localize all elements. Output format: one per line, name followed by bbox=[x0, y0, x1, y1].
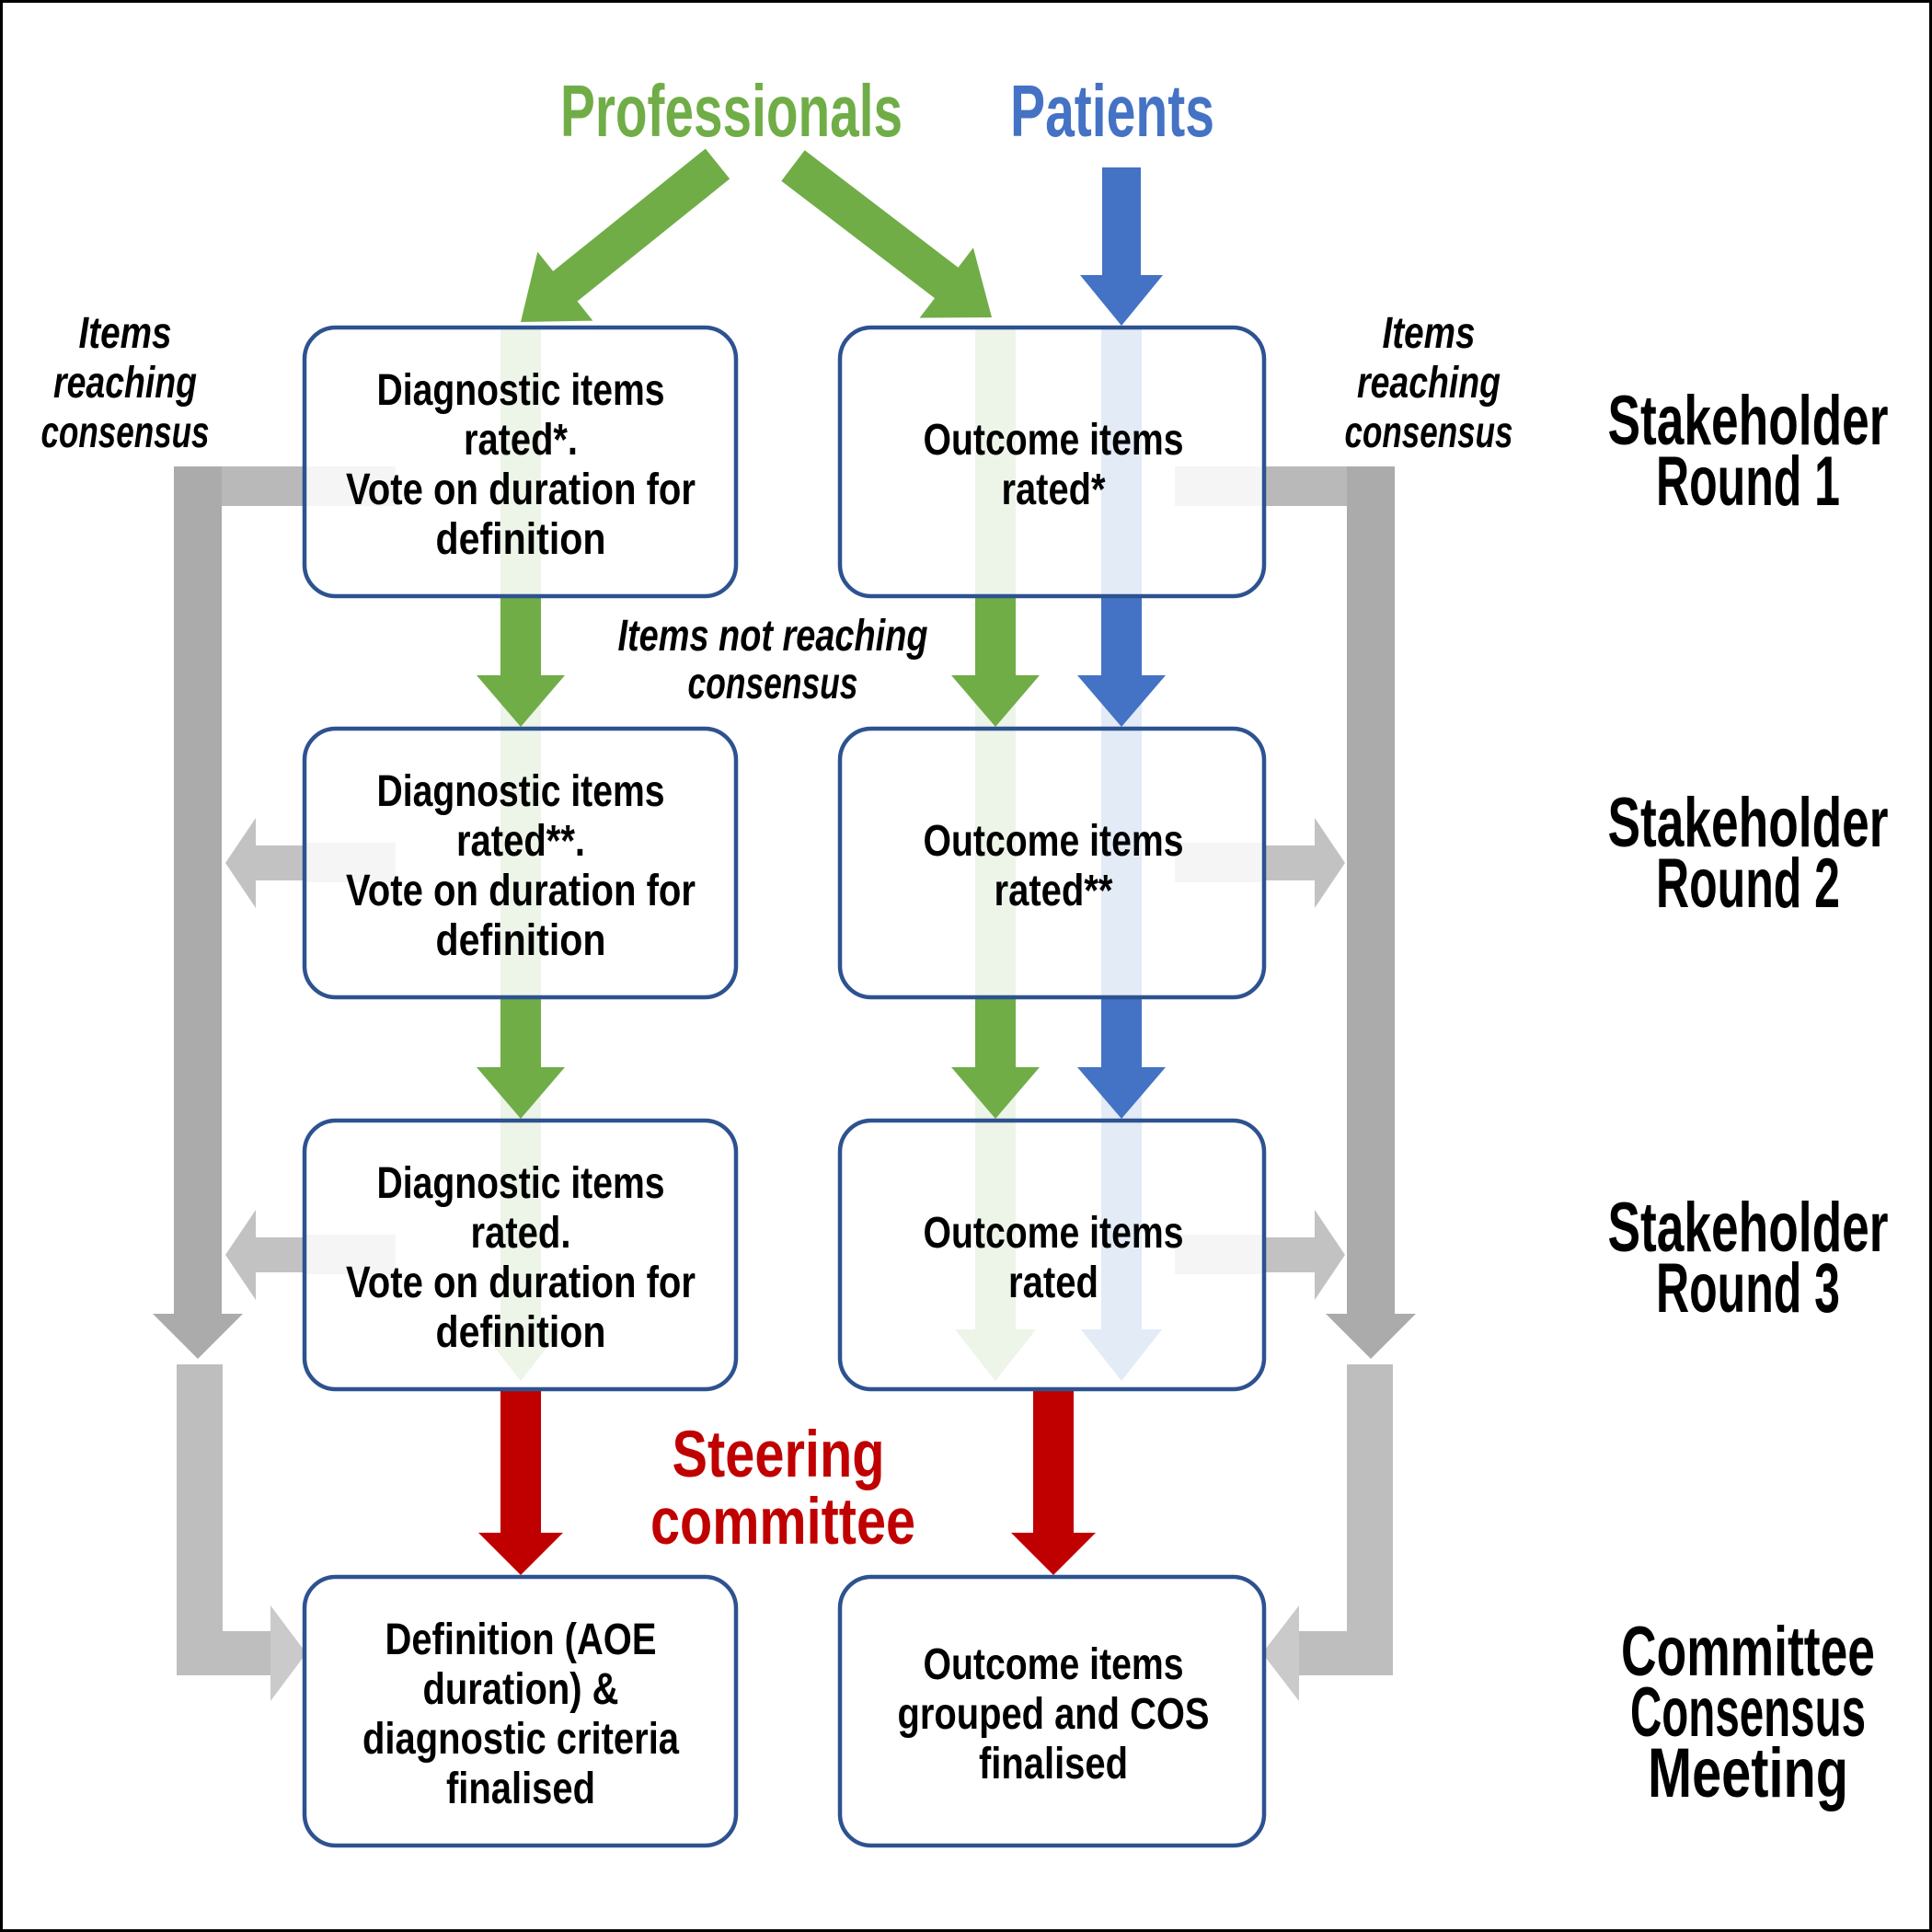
arrow-diagnostic-r2-r3 bbox=[477, 999, 565, 1119]
consensus-arrow-right-round2 bbox=[1264, 818, 1345, 908]
box-diagnostic-round4-line2: duration) & bbox=[423, 1665, 619, 1714]
consensus-band-diagnostic-round2 bbox=[306, 843, 396, 882]
consensus-arrow-right-round3 bbox=[1264, 1210, 1345, 1300]
arrow-diagnostic-r1-r2 bbox=[477, 598, 565, 727]
box-diagnostic-round2-line3: Vote on duration for bbox=[346, 867, 696, 915]
box-outcome-round2-line1: Outcome items bbox=[924, 817, 1184, 866]
consensus-connector-right-round1 bbox=[1264, 466, 1347, 506]
consensus-connector-left-round1 bbox=[222, 466, 306, 506]
annotation-right-consensus-line2: reaching bbox=[1357, 359, 1501, 408]
box-diagnostic-round1-line2: rated*. bbox=[464, 416, 578, 465]
consensus-trunk-left-arrowhead bbox=[153, 1314, 243, 1359]
side-label-round1-line1: Stakeholder bbox=[1608, 382, 1889, 460]
side-label-round1-line2: Round 1 bbox=[1656, 443, 1840, 521]
annotation-left-consensus-line3: consensus bbox=[41, 408, 210, 457]
consensus-band-outcome-round1 bbox=[1175, 466, 1264, 506]
consensus-band-outcome-round2 bbox=[1175, 843, 1264, 882]
box-outcome-round1-line2: rated* bbox=[1002, 466, 1106, 514]
box-outcome-round2 bbox=[837, 726, 1267, 1000]
box-outcome-round1-line1: Outcome items bbox=[924, 416, 1184, 465]
box-outcome-round4-line1: Outcome items bbox=[924, 1640, 1184, 1689]
box-outcome-round3-line1: Outcome items bbox=[924, 1209, 1184, 1258]
annotation-left-consensus-line1: Items bbox=[79, 309, 172, 358]
consensus-band-diagnostic-round3 bbox=[306, 1235, 396, 1274]
box-outcome-round2-line2: rated** bbox=[995, 867, 1113, 915]
consensus-elbow-right-vertical bbox=[1347, 1364, 1393, 1675]
box-diagnostic-round4 bbox=[302, 1574, 739, 1848]
box-diagnostic-round1 bbox=[302, 325, 739, 599]
consensus-arrow-left-round3 bbox=[225, 1210, 306, 1300]
box-diagnostic-round1-line3: Vote on duration for bbox=[346, 466, 696, 514]
ghost-professionals-outcome-head bbox=[955, 1329, 1036, 1381]
box-diagnostic-round4-line3: diagnostic criteria bbox=[362, 1715, 679, 1764]
title-patients: Patients bbox=[1010, 70, 1214, 152]
side-label-round4-line1: Committee bbox=[1621, 1613, 1875, 1691]
consensus-trunk-right bbox=[1347, 466, 1395, 1314]
arrow-patients-to-outcome bbox=[1080, 167, 1163, 326]
consensus-elbow-right-horizontal bbox=[1299, 1631, 1393, 1675]
consensus-band-outcome-round3 bbox=[1175, 1235, 1264, 1274]
box-diagnostic-round1-line4: definition bbox=[436, 515, 606, 564]
box-diagnostic-round4-line1: Definition (AOE bbox=[385, 1616, 657, 1664]
box-diagnostic-round2 bbox=[302, 726, 739, 1000]
side-label-round2-line2: Round 2 bbox=[1656, 845, 1840, 923]
box-diagnostic-round4-line4: finalised bbox=[446, 1765, 595, 1813]
title-professionals: Professionals bbox=[560, 70, 903, 152]
ghost-patients-outcome-shaft bbox=[1101, 329, 1142, 1329]
consensus-elbow-left-vertical bbox=[177, 1364, 223, 1675]
side-label-round3-line2: Round 3 bbox=[1656, 1249, 1840, 1328]
arrow-outcome-green-r1-r2 bbox=[951, 598, 1040, 727]
box-diagnostic-round3 bbox=[302, 1118, 739, 1392]
label-steering-line1: Steering bbox=[673, 1419, 885, 1491]
ghost-professionals-diagnostic-head bbox=[480, 1329, 561, 1381]
consensus-trunk-right-arrowhead bbox=[1326, 1314, 1416, 1359]
annotation-right-consensus-line1: Items bbox=[1383, 309, 1476, 358]
ghost-patients-outcome-head bbox=[1081, 1329, 1162, 1381]
box-diagnostic-round2-line4: definition bbox=[436, 916, 606, 965]
box-outcome-round4-line2: grouped and COS bbox=[898, 1690, 1210, 1739]
ghost-professionals-outcome-shaft bbox=[975, 329, 1016, 1329]
arrow-professionals-to-outcome bbox=[781, 150, 992, 318]
side-label-round4-line3: Meeting bbox=[1648, 1734, 1848, 1812]
annotation-left-consensus-line2: reaching bbox=[53, 359, 197, 408]
arrow-professionals-to-diagnostic bbox=[521, 148, 730, 322]
box-diagnostic-round3-line1: Diagnostic items bbox=[377, 1159, 665, 1208]
box-outcome-round4-line3: finalised bbox=[979, 1740, 1128, 1788]
label-steering-line2: committee bbox=[650, 1486, 915, 1558]
consensus-band-diagnostic-round1 bbox=[306, 466, 396, 506]
box-diagnostic-round3-line3: Vote on duration for bbox=[346, 1259, 696, 1307]
consensus-elbow-left-horizontal bbox=[177, 1631, 270, 1675]
annotation-not-reaching-line1: Items not reaching bbox=[618, 612, 928, 661]
box-outcome-round1 bbox=[837, 325, 1267, 599]
consensus-trunk-left bbox=[174, 466, 222, 1314]
box-diagnostic-round3-line2: rated. bbox=[471, 1209, 571, 1258]
annotation-not-reaching-line2: consensus bbox=[688, 660, 858, 708]
box-outcome-round4 bbox=[837, 1574, 1267, 1848]
box-diagnostic-round2-line1: Diagnostic items bbox=[377, 767, 665, 816]
ghost-professionals-diagnostic-shaft bbox=[500, 329, 541, 1329]
arrow-steering-diagnostic bbox=[478, 1389, 563, 1575]
box-diagnostic-round1-line1: Diagnostic items bbox=[377, 366, 665, 415]
arrow-outcome-green-r2-r3 bbox=[951, 999, 1040, 1119]
arrow-outcome-blue-r1-r2 bbox=[1077, 598, 1166, 727]
consensus-elbow-left-arrowhead bbox=[270, 1605, 306, 1701]
box-outcome-round3-line2: rated bbox=[1008, 1259, 1098, 1307]
box-outcome-round3 bbox=[837, 1118, 1267, 1392]
consensus-elbow-right-arrowhead bbox=[1262, 1605, 1299, 1701]
side-label-round2-line1: Stakeholder bbox=[1608, 784, 1889, 862]
arrow-steering-outcome bbox=[1011, 1389, 1096, 1575]
box-diagnostic-round3-line4: definition bbox=[436, 1308, 606, 1357]
arrow-outcome-blue-r2-r3 bbox=[1077, 999, 1166, 1119]
box-diagnostic-round2-line2: rated**. bbox=[456, 817, 585, 866]
side-label-round3-line1: Stakeholder bbox=[1608, 1189, 1889, 1267]
annotation-right-consensus-line3: consensus bbox=[1345, 408, 1513, 457]
side-label-round4-line2: Consensus bbox=[1630, 1673, 1866, 1752]
consensus-arrow-left-round2 bbox=[225, 818, 306, 908]
